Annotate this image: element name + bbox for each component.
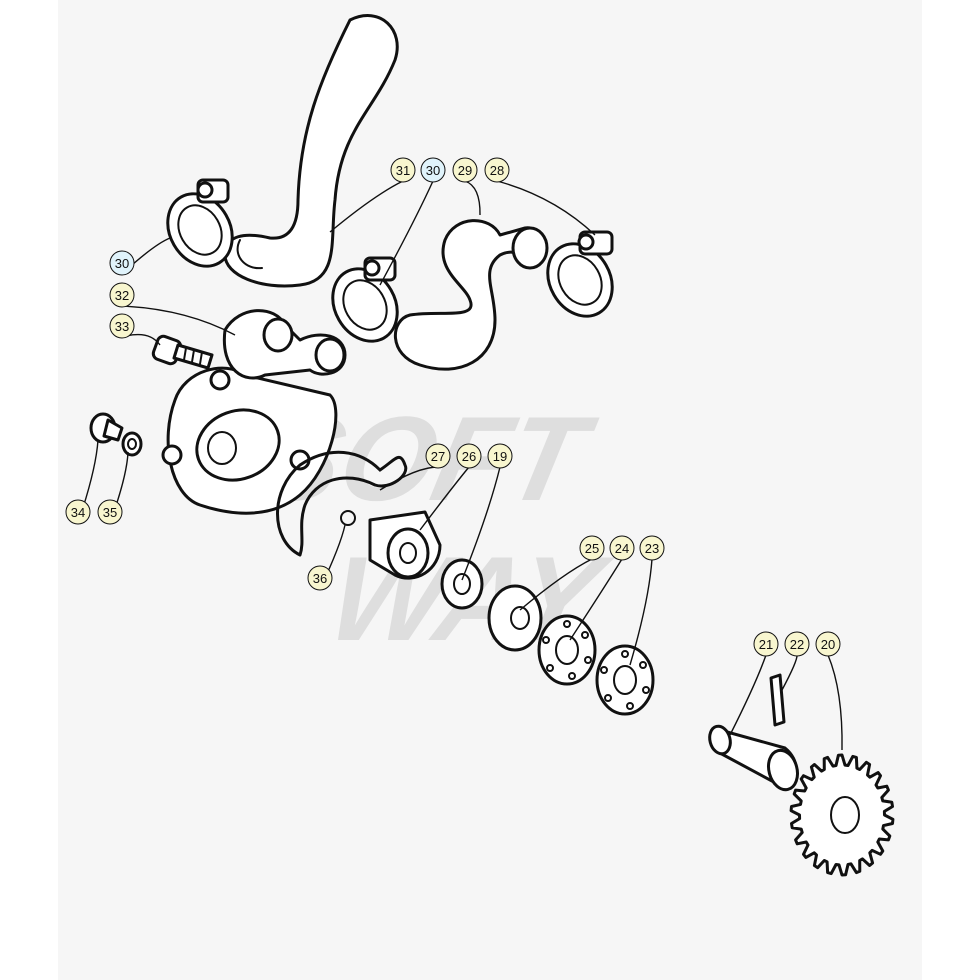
callout-circle xyxy=(109,282,135,308)
sealing-washer-hole xyxy=(127,438,137,450)
callout-number: 29 xyxy=(458,163,472,178)
leader-line-23 xyxy=(629,558,653,666)
leader-line-20 xyxy=(827,654,843,751)
callout-number: 30 xyxy=(115,256,129,271)
callout-circle xyxy=(65,499,91,525)
callout-26: 26 xyxy=(456,443,482,469)
callout-number: 31 xyxy=(396,163,410,178)
callout-number: 30 xyxy=(426,163,440,178)
leader-line-26 xyxy=(419,466,470,531)
callout-circle xyxy=(425,443,451,469)
callout-circle xyxy=(487,443,513,469)
callout-31: 31 xyxy=(390,157,416,183)
callout-number: 23 xyxy=(645,541,659,556)
callout-27: 27 xyxy=(425,443,451,469)
callout-circle xyxy=(97,499,123,525)
callout-35: 35 xyxy=(97,499,123,525)
bolt xyxy=(151,334,214,370)
pump-gear xyxy=(789,753,895,877)
callout-34: 34 xyxy=(65,499,91,525)
callout-circle xyxy=(307,565,333,591)
hose-clamp-right xyxy=(546,230,614,318)
leader-line-29 xyxy=(464,180,481,216)
drain-screw xyxy=(89,412,124,444)
callout-22: 22 xyxy=(784,631,810,657)
callout-circle xyxy=(452,157,478,183)
callout-25: 25 xyxy=(579,535,605,561)
leader-line-31 xyxy=(329,180,404,233)
leader-line-28 xyxy=(496,180,596,236)
callout-20: 20 xyxy=(815,631,841,657)
pump-cover xyxy=(161,309,347,515)
callout-circle xyxy=(109,313,135,339)
impeller xyxy=(368,510,442,580)
dowel-pin xyxy=(769,673,786,727)
o-ring-gasket xyxy=(276,450,408,557)
leader-line-22 xyxy=(781,654,798,691)
short-hose-opening xyxy=(511,226,549,270)
callout-circle xyxy=(609,535,635,561)
leader-line-21 xyxy=(729,654,767,736)
leader-line-30 xyxy=(379,180,434,286)
leader-line-32 xyxy=(121,305,236,336)
callout-number: 26 xyxy=(462,449,476,464)
callout-labels: 31 30 29 28 30 32 33 34 35 27 26 19 36 25 24 23 21 22 20 xyxy=(65,157,841,657)
seal-ring xyxy=(440,558,484,610)
callout-30: 30 xyxy=(420,157,446,183)
callout-33: 33 xyxy=(109,313,135,339)
leader-line-24 xyxy=(569,558,623,641)
long-hose xyxy=(223,14,399,288)
callout-19: 19 xyxy=(487,443,513,469)
callout-number: 32 xyxy=(115,288,129,303)
leader-line-25 xyxy=(519,558,593,611)
callout-30: 30 xyxy=(109,250,135,276)
hose-clamp-middle xyxy=(331,256,399,343)
callout-24: 24 xyxy=(609,535,635,561)
leader-line-19 xyxy=(461,466,501,581)
callout-circle xyxy=(579,535,605,561)
callout-number: 36 xyxy=(313,571,327,586)
callout-number: 24 xyxy=(615,541,629,556)
callout-number: 25 xyxy=(585,541,599,556)
callout-circle xyxy=(109,250,135,276)
oil-seal xyxy=(487,584,543,652)
bearing-outer xyxy=(595,644,655,716)
callout-28: 28 xyxy=(484,157,510,183)
callout-number: 34 xyxy=(71,505,85,520)
callout-number: 19 xyxy=(493,449,507,464)
pump-shaft xyxy=(708,724,799,792)
callout-circle xyxy=(815,631,841,657)
callout-number: 20 xyxy=(821,637,835,652)
hose-clamp-left xyxy=(166,178,234,268)
callout-23: 23 xyxy=(639,535,665,561)
callout-32: 32 xyxy=(109,282,135,308)
callout-36: 36 xyxy=(307,565,333,591)
callout-number: 33 xyxy=(115,319,129,334)
callout-number: 35 xyxy=(103,505,117,520)
callout-number: 27 xyxy=(431,449,445,464)
callout-circle xyxy=(420,157,446,183)
callout-circle xyxy=(753,631,779,657)
callout-number: 28 xyxy=(490,163,504,178)
sealing-washer xyxy=(121,431,143,457)
callout-number: 22 xyxy=(790,637,804,652)
callout-circle xyxy=(639,535,665,561)
callout-number: 21 xyxy=(759,637,773,652)
callout-circle xyxy=(456,443,482,469)
callout-21: 21 xyxy=(753,631,779,657)
callout-29: 29 xyxy=(452,157,478,183)
callout-circle xyxy=(784,631,810,657)
callout-circle xyxy=(390,157,416,183)
long-hose-end xyxy=(236,239,263,270)
circlip xyxy=(340,510,356,526)
bearing-inner xyxy=(537,614,597,686)
callout-circle xyxy=(484,157,510,183)
